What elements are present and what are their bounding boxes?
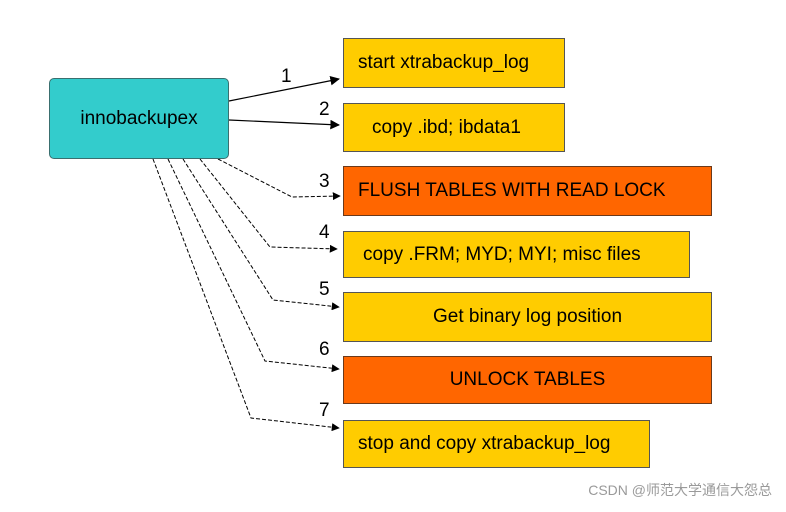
arrow-4 <box>199 158 338 253</box>
watermark-text: CSDN @师范大学通信大怨总 <box>588 482 772 498</box>
arrow-1 <box>228 75 340 102</box>
step-2-label: copy .ibd; ibdata1 <box>372 116 521 138</box>
step-2-box: copy .ibd; ibdata1 <box>343 103 565 152</box>
step-1-number: 1 <box>281 66 292 87</box>
step-4-box: copy .FRM; MYD; MYI; misc files <box>343 231 690 278</box>
innobackupex-node: innobackupex <box>49 78 229 159</box>
step-5-label: Get binary log position <box>432 306 623 327</box>
arrow-5 <box>182 158 340 311</box>
arrow-3 <box>217 158 341 201</box>
step-5-box: Get binary log position <box>343 292 712 342</box>
step-1-box: start xtrabackup_log <box>343 38 565 88</box>
step-2-number: 2 <box>319 99 330 120</box>
step-3-box: FLUSH TABLES WITH READ LOCK <box>343 166 712 216</box>
step-1-label: start xtrabackup_log <box>358 52 530 73</box>
step-6-number: 6 <box>319 339 330 360</box>
step-7-box: stop and copy xtrabackup_log <box>343 420 650 468</box>
step-5-number: 5 <box>319 279 330 300</box>
step-4-number: 4 <box>319 222 330 243</box>
innobackupex-label: innobackupex <box>80 107 198 129</box>
arrow-2 <box>228 119 340 130</box>
step-4-label: copy .FRM; MYD; MYI; misc files <box>363 243 641 265</box>
step-3-label: FLUSH TABLES WITH READ LOCK <box>358 180 666 201</box>
step-6-box: UNLOCK TABLES <box>343 356 712 404</box>
step-6-label: UNLOCK TABLES <box>449 369 606 390</box>
step-3-number: 3 <box>319 171 330 192</box>
step-7-label: stop and copy xtrabackup_log <box>358 433 611 454</box>
step-7-number: 7 <box>319 400 330 421</box>
arrow-7 <box>152 158 340 432</box>
arrow-6 <box>167 158 340 373</box>
